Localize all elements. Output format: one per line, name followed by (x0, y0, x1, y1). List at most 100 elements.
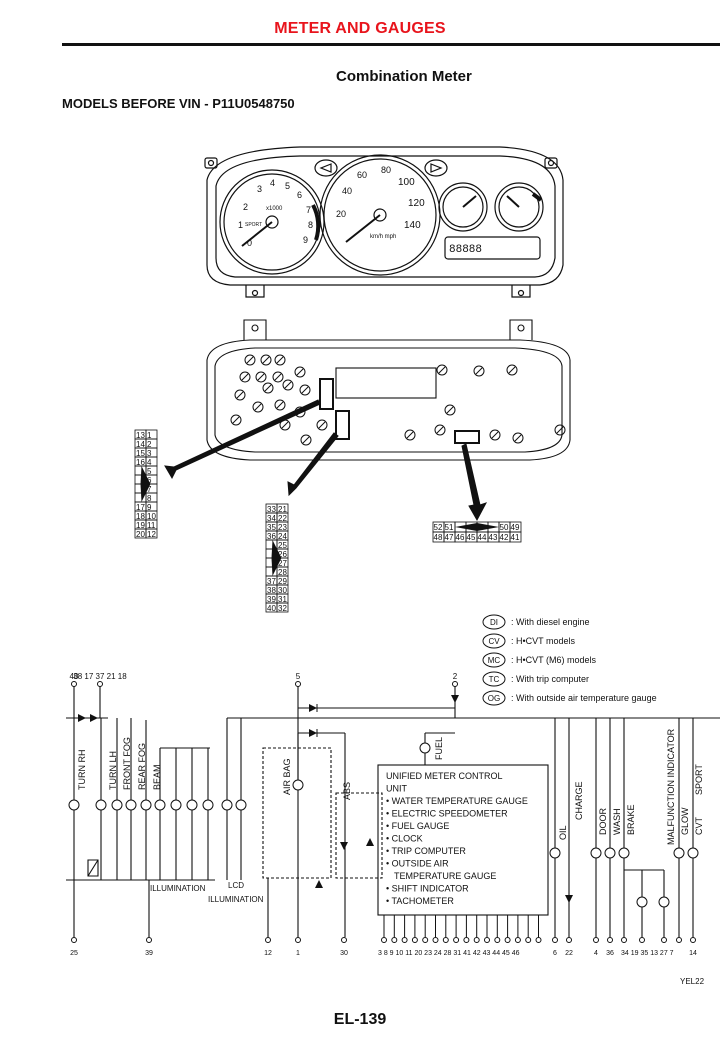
connector-symbol (549, 847, 561, 859)
unit-line: • WATER TEMPERATURE GAUGE (386, 796, 528, 806)
schematic-texts: ILLUMINATION LCD ILLUMINATION (150, 881, 264, 904)
bottom-pin-label: 3 8 9 10 11 20 23 24 28 31 41 42 43 44 4… (378, 950, 520, 957)
connector-symbol (687, 847, 699, 859)
legend-code: TC (489, 675, 500, 684)
table-cell (509, 531, 522, 543)
table-cell-value: 12 (147, 530, 156, 539)
screw-slot (556, 426, 564, 434)
screw (489, 429, 501, 441)
screw (404, 429, 416, 441)
screw-slot (276, 356, 284, 364)
screw-slot (436, 426, 444, 434)
screw (230, 414, 242, 426)
wire-label: MALFUNCTION INDICATOR (666, 728, 676, 845)
pin-terminal (607, 937, 613, 943)
screw-slot (236, 391, 244, 399)
pin-terminal (295, 937, 301, 943)
screw-slot (264, 384, 272, 392)
connector-diamond (140, 466, 151, 502)
bottom-pin-label: 36 (606, 950, 614, 957)
pin-terminal (97, 681, 103, 687)
speed-number: 40 (342, 186, 352, 196)
pin-terminal (690, 937, 696, 943)
models-caption: MODELS BEFORE VIN - P11U0548750 (62, 96, 295, 111)
table-cell-value: 49 (511, 523, 520, 532)
lcd-display: 88888 (449, 244, 482, 256)
wire-label: CVT (694, 816, 704, 835)
speed-number: 20 (336, 209, 346, 219)
connector-symbol (140, 799, 152, 811)
screw (444, 404, 456, 416)
tach-number: 7 (306, 205, 311, 215)
table-cell-value: 6 (147, 476, 152, 485)
pin-terminal (295, 681, 301, 687)
legend-text: : With outside air temperature gauge (511, 693, 657, 703)
table-cell-value: 41 (511, 533, 520, 542)
screw (436, 364, 448, 376)
table-cell-value: 40 (267, 604, 276, 613)
tach-number: 5 (285, 181, 290, 191)
screw (244, 354, 256, 366)
screw-slot (241, 373, 249, 381)
speed-number: 100 (398, 177, 415, 188)
unit-line: • OUTSIDE AIR (386, 859, 449, 869)
table-cell-value: 14 (136, 440, 145, 449)
wire-label: OIL (558, 825, 568, 840)
wire-label: FUEL (434, 737, 444, 760)
unit-pin-terminal (504, 937, 511, 943)
connector-symbol (292, 779, 304, 791)
screw (234, 389, 246, 401)
unit-pin-terminal (525, 937, 532, 943)
pin-terminal (71, 937, 77, 943)
tach-number: 2 (243, 202, 248, 212)
table-cell-value: 21 (278, 505, 287, 514)
unit-pin-terminal (401, 937, 408, 943)
unit-line: • SHIFT INDICATOR (386, 884, 469, 894)
screw (300, 434, 312, 446)
table-cell-value: 5 (147, 467, 152, 476)
connector-symbol (590, 847, 602, 859)
connector-symbol (170, 799, 182, 811)
screw-slot (246, 356, 254, 364)
schematic-circles (68, 742, 699, 908)
connector-symbol (235, 799, 247, 811)
table-cell-value: 8 (147, 494, 152, 503)
pin-terminal (452, 681, 458, 687)
pin-terminal (593, 937, 599, 943)
screw-slot (446, 406, 454, 414)
table-cell-value: 46 (456, 533, 465, 542)
screw-slot (284, 381, 292, 389)
table-cell-value: 33 (267, 505, 276, 514)
bottom-pin-label: 6 (553, 950, 557, 957)
bottom-pin-label: 39 (145, 950, 153, 957)
connector-symbol (658, 896, 670, 908)
screw (272, 371, 284, 383)
table-cell-value: 29 (278, 577, 287, 586)
top-pin-label: 2 (453, 672, 458, 681)
screw-slot (301, 386, 309, 394)
table-cell-value: 2 (147, 440, 152, 449)
screw-slot (232, 416, 240, 424)
connector-symbol (111, 799, 123, 811)
page-number: EL-139 (333, 1011, 387, 1028)
table-cell-value: 26 (278, 550, 287, 559)
table-cell-value: 37 (267, 577, 276, 586)
wire-label: WASH (612, 808, 622, 835)
speed-unit: km/h mph (370, 234, 396, 240)
bottom-pin-label: 14 (689, 950, 697, 957)
unit-pin-terminal (484, 937, 490, 943)
screw (260, 354, 272, 366)
schematic-symbols (78, 695, 573, 903)
bottom-pin-label: 4 (594, 950, 598, 957)
table-cell-value: 34 (267, 514, 276, 523)
screw-slot (262, 356, 270, 364)
tach-number: 6 (297, 190, 302, 200)
legend-code: MC (488, 656, 501, 665)
tach-number: 1 (238, 220, 243, 230)
pointer-arrows (164, 399, 488, 522)
